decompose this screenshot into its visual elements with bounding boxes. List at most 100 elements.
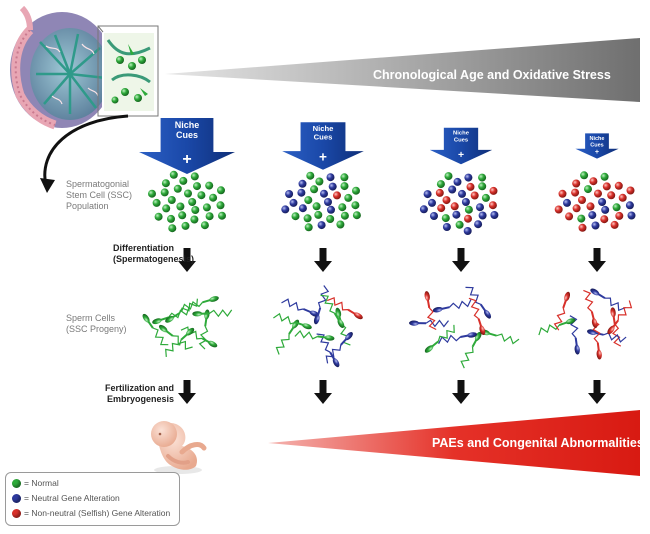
sperm-head xyxy=(324,335,335,341)
stem-cell xyxy=(318,221,326,229)
sperm-tail xyxy=(200,326,208,349)
down-arrow-head xyxy=(178,393,196,404)
sperm-head xyxy=(301,322,312,330)
stem-cell xyxy=(338,203,346,211)
sperm-tail xyxy=(618,301,631,321)
stem-cell xyxy=(598,198,606,206)
stem-cell xyxy=(603,182,611,190)
stem-cell xyxy=(462,198,470,206)
stem-cell xyxy=(615,182,623,190)
plus-icon: + xyxy=(319,149,327,164)
stem-cell xyxy=(478,182,486,190)
stem-cell xyxy=(304,214,312,222)
stem-cell xyxy=(600,215,608,223)
stem-cell xyxy=(218,212,226,220)
stem-cell xyxy=(627,187,635,195)
stem-cell xyxy=(176,203,184,211)
sperm-tail xyxy=(583,290,592,311)
stem-cell xyxy=(327,173,335,181)
stem-cell xyxy=(305,223,313,231)
stem-cell xyxy=(161,188,169,196)
stem-cell xyxy=(352,187,360,195)
plus-icon: + xyxy=(595,147,599,156)
stem-cell xyxy=(628,212,636,220)
pae-label: PAEs and Congenital Abnormalities xyxy=(432,436,644,450)
stem-cell xyxy=(615,212,623,220)
sperm-head xyxy=(586,328,597,335)
stem-cell xyxy=(626,201,634,209)
stem-cell xyxy=(205,182,213,190)
down-arrow-icon xyxy=(458,248,465,262)
sperm-tail xyxy=(319,286,329,308)
stem-cell-niche-inset xyxy=(103,32,155,112)
stem-cell xyxy=(428,199,436,207)
stem-cell xyxy=(490,211,498,219)
stem-cell xyxy=(619,194,627,202)
stem-cell xyxy=(191,172,199,180)
down-arrow-head xyxy=(588,261,606,272)
stem-cell xyxy=(206,212,214,220)
sperm-tail xyxy=(497,334,519,344)
stem-cell xyxy=(178,211,186,219)
sperm-tail xyxy=(466,287,481,304)
stem-cell xyxy=(578,196,586,204)
legend-item-neutral: = Neutral Gene Alteration xyxy=(12,492,120,504)
stem-cell xyxy=(420,205,428,213)
plus-icon: + xyxy=(182,151,191,168)
stem-cell xyxy=(464,227,472,235)
sperm-tail xyxy=(450,300,471,309)
blue-cell-dot-icon xyxy=(12,494,21,503)
sperm-head xyxy=(574,344,580,355)
differentiation-label: Differentiation (Spermatogenesis) xyxy=(113,243,173,265)
niche-cues-text: Niche xyxy=(590,136,605,142)
stem-cell xyxy=(155,213,163,221)
stem-cell xyxy=(613,203,621,211)
stem-cell xyxy=(437,204,445,212)
sperm-tail xyxy=(277,334,290,354)
stem-cell xyxy=(315,178,323,186)
fetus-illustration xyxy=(138,412,218,476)
plus-icon: + xyxy=(458,150,464,161)
down-arrow-icon xyxy=(320,380,327,394)
stem-cell xyxy=(191,206,199,214)
green-cell-dot-icon xyxy=(12,479,21,488)
stem-cell xyxy=(474,220,482,228)
stem-cell xyxy=(580,171,588,179)
stem-cell xyxy=(573,204,581,212)
stem-cell xyxy=(324,198,332,206)
stem-cell xyxy=(341,212,349,220)
stem-cell xyxy=(201,221,209,229)
stem-cell xyxy=(563,199,571,207)
stem-cell xyxy=(340,173,348,181)
legend-label-neutral: = Neutral Gene Alteration xyxy=(24,493,120,503)
sperm-tail xyxy=(461,347,473,368)
sperm-head xyxy=(151,317,162,325)
niche-cues-text: Niche xyxy=(313,124,334,133)
stem-cell xyxy=(329,183,337,191)
stem-cell xyxy=(437,180,445,188)
stem-cell xyxy=(443,223,451,231)
stem-cell xyxy=(281,205,289,213)
stem-cell xyxy=(448,186,456,194)
stem-cell xyxy=(465,206,473,214)
legend-item-normal: = Normal xyxy=(12,477,59,489)
stem-cell xyxy=(445,172,453,180)
stem-cell xyxy=(167,215,175,223)
stem-cell xyxy=(452,211,460,219)
stem-cell xyxy=(297,189,305,197)
stem-cell xyxy=(559,190,567,198)
down-arrow-head xyxy=(314,261,332,272)
stem-cell xyxy=(299,204,307,212)
legend-item-selfish: = Non-neutral (Selfish) Gene Alteration xyxy=(12,507,170,519)
niche-cues-text: Cues xyxy=(176,130,198,140)
stem-cell xyxy=(443,196,451,204)
stem-cell xyxy=(442,214,450,222)
stem-cell xyxy=(587,202,595,210)
down-arrow-icon xyxy=(594,380,601,394)
stem-cell xyxy=(304,196,312,204)
stem-cell xyxy=(203,203,211,211)
niche-cues-text: Niche xyxy=(453,131,470,137)
niche-cues-text: Cues xyxy=(454,138,469,144)
stem-cell xyxy=(458,190,466,198)
